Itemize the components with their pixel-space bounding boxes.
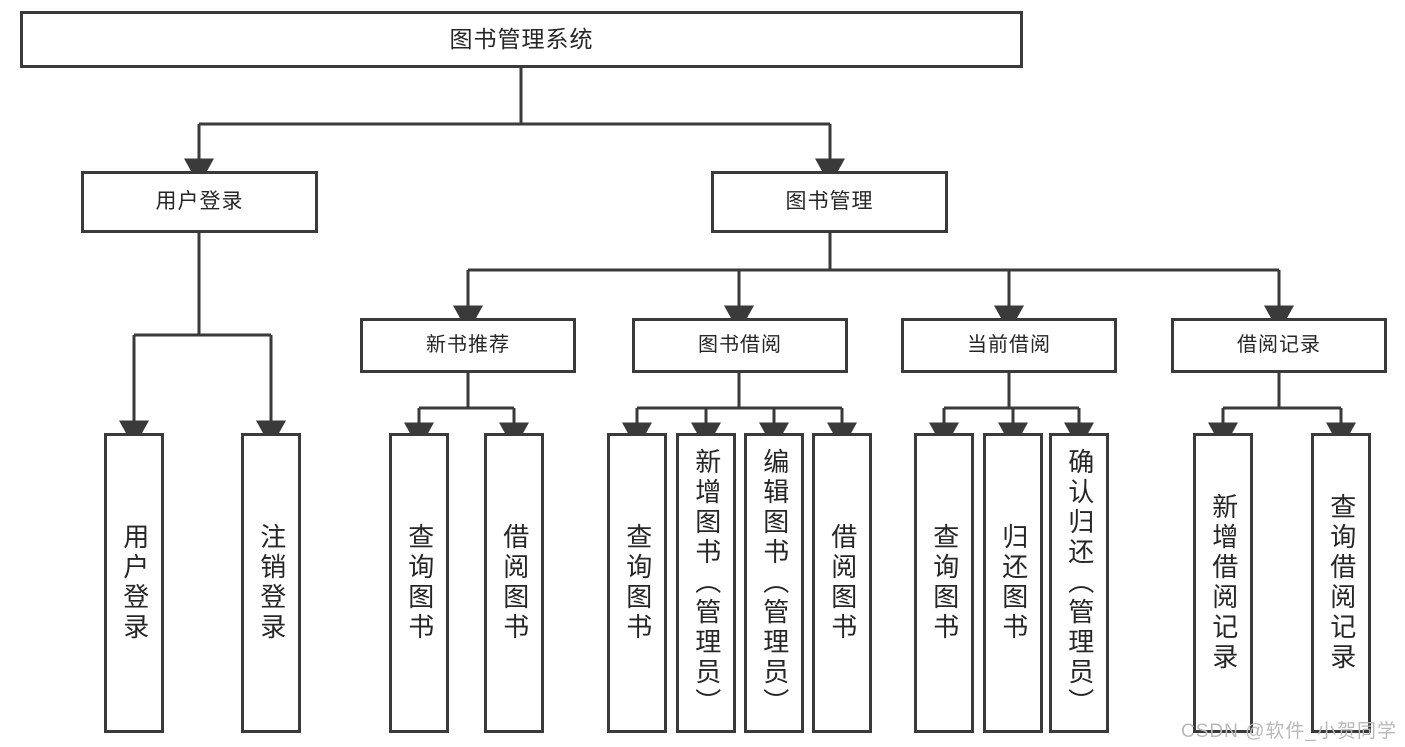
- leaf-user-login-signin[interactable]: 用户登录: [104, 433, 164, 733]
- leaf-borrow-borrow-book[interactable]: 借阅图书: [812, 433, 872, 733]
- leaf-label: 确认归还（管理员）: [1064, 448, 1095, 718]
- leaf-label: 注销登录: [256, 523, 287, 643]
- leaf-recommend-borrow-book[interactable]: 借阅图书: [484, 433, 544, 733]
- leaf-label: 用户登录: [119, 523, 150, 643]
- leaf-label: 借阅图书: [827, 523, 858, 643]
- leaf-label: 归还图书: [998, 523, 1029, 643]
- leaf-current-return-book[interactable]: 归还图书: [983, 433, 1043, 733]
- node-book-management[interactable]: 图书管理: [711, 171, 948, 233]
- leaf-label: 查询图书: [404, 523, 435, 643]
- leaf-label: 新增图书（管理员）: [691, 448, 722, 718]
- node-current-borrow-label: 当前借阅: [967, 333, 1051, 356]
- node-new-book-recommend[interactable]: 新书推荐: [360, 318, 576, 373]
- node-current-borrow[interactable]: 当前借阅: [901, 318, 1117, 373]
- leaf-label: 新增借阅记录: [1208, 493, 1239, 673]
- node-borrow-record[interactable]: 借阅记录: [1171, 318, 1387, 373]
- node-user-login-label: 用户登录: [155, 189, 244, 213]
- leaf-label: 编辑图书（管理员）: [759, 448, 790, 718]
- node-new-book-recommend-label: 新书推荐: [426, 333, 510, 356]
- leaf-record-query-record[interactable]: 查询借阅记录: [1311, 433, 1371, 733]
- leaf-record-add-record[interactable]: 新增借阅记录: [1193, 433, 1253, 733]
- leaf-borrow-query-book[interactable]: 查询图书: [607, 433, 667, 733]
- node-book-borrow-label: 图书借阅: [698, 333, 782, 356]
- leaf-label: 借阅图书: [499, 523, 530, 643]
- leaf-current-confirm-return-admin[interactable]: 确认归还（管理员）: [1049, 433, 1109, 733]
- leaf-label: 查询图书: [622, 523, 653, 643]
- node-book-borrow[interactable]: 图书借阅: [632, 318, 848, 373]
- node-root-label: 图书管理系统: [449, 25, 594, 52]
- leaf-label: 查询借阅记录: [1326, 493, 1357, 673]
- leaf-current-query-book[interactable]: 查询图书: [914, 433, 974, 733]
- leaf-user-login-signout[interactable]: 注销登录: [241, 433, 301, 733]
- leaf-recommend-query-book[interactable]: 查询图书: [389, 433, 449, 733]
- node-book-management-label: 图书管理: [785, 189, 874, 213]
- leaf-label: 查询图书: [929, 523, 960, 643]
- leaf-borrow-edit-book-admin[interactable]: 编辑图书（管理员）: [744, 433, 804, 733]
- leaf-borrow-add-book-admin[interactable]: 新增图书（管理员）: [676, 433, 736, 733]
- node-root[interactable]: 图书管理系统: [20, 11, 1023, 68]
- node-user-login[interactable]: 用户登录: [81, 171, 318, 233]
- node-borrow-record-label: 借阅记录: [1237, 333, 1321, 356]
